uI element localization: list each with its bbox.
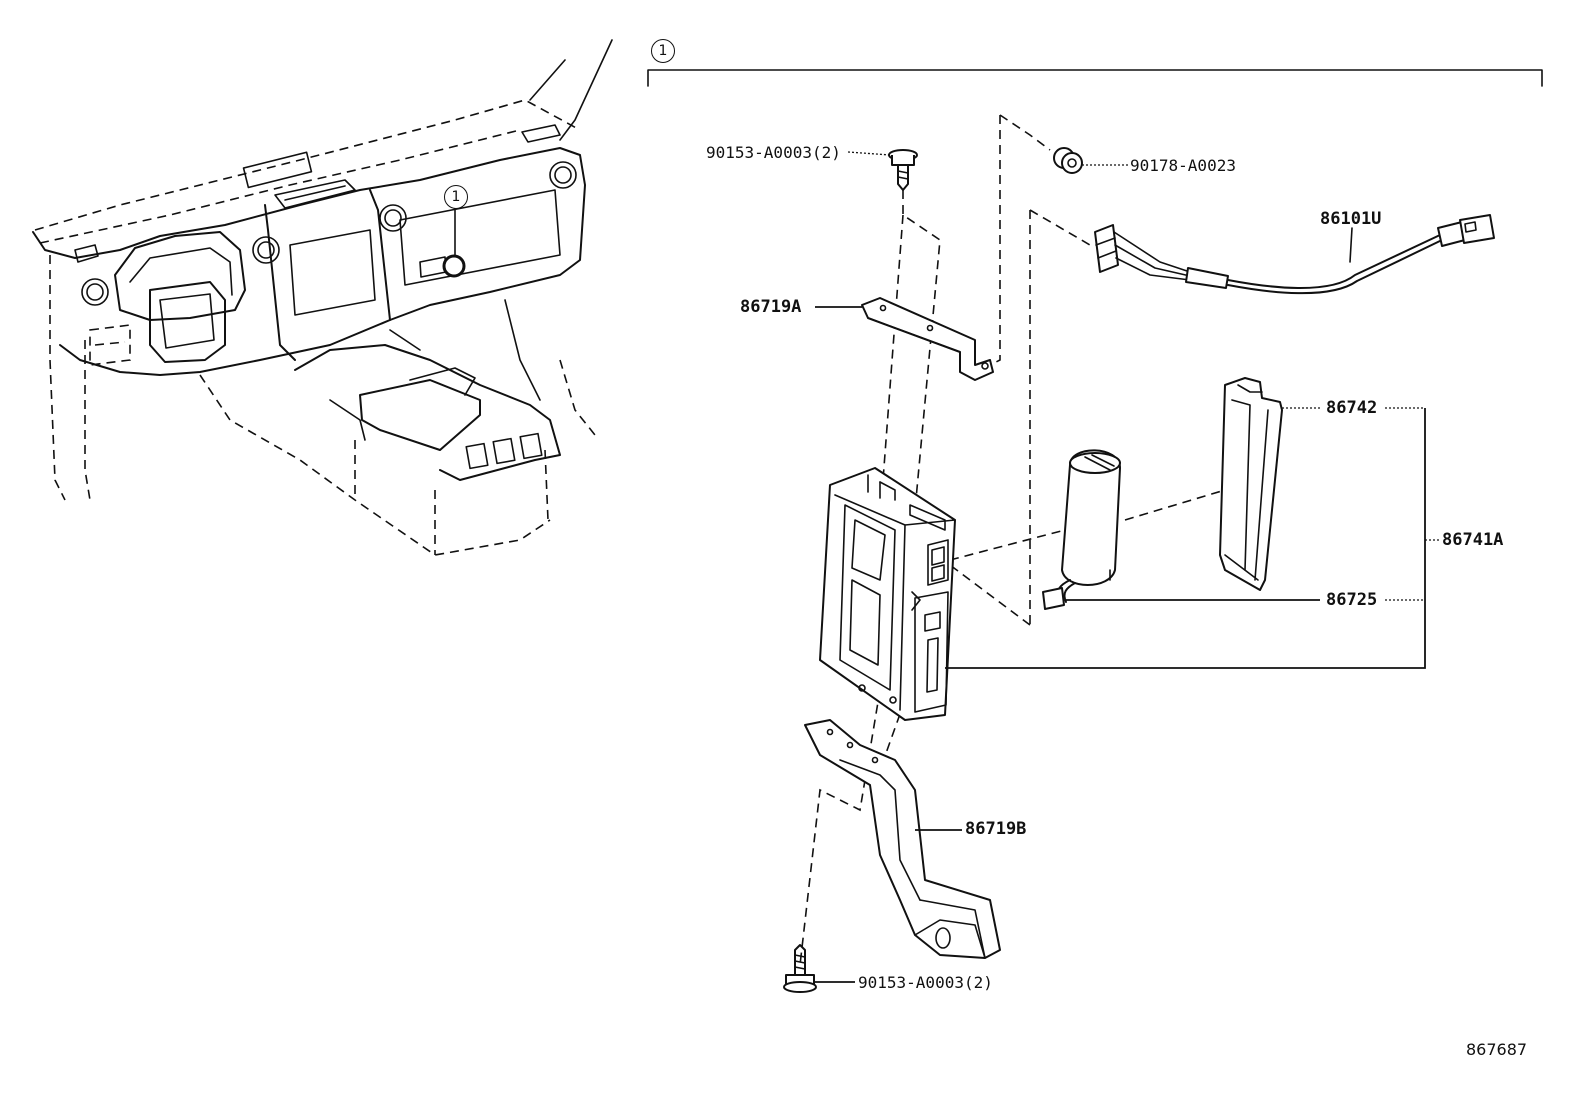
group-callout: 1 [651,39,675,63]
nut-part [1053,147,1083,174]
lower-bracket-part [804,719,1001,959]
holder-part [1219,377,1283,591]
dashboard-locator-illustration [32,39,613,556]
location-callout: 1 [444,185,468,209]
bolt-bottom-part [783,944,817,993]
label-bracket-lower: 86719B [965,819,1027,839]
label-wire-harness: 86101U [1320,209,1382,229]
label-battery: 86725 [1326,590,1378,610]
leader-lines [815,151,1440,983]
control-unit-part [819,467,956,721]
label-assembly: 86741A [1442,530,1504,550]
label-bolt-top: 90153-A0003(2) [706,143,841,162]
group-bracket-line [647,69,1543,87]
label-bolt-bottom: 90153-A0003(2) [858,973,993,992]
wire-harness-part [1094,214,1495,295]
illustration-number: 867687 [1466,1040,1528,1059]
label-nut: 90178-A0023 [1130,156,1236,175]
label-holder: 86742 [1326,398,1378,418]
bolt-top-part [888,149,918,191]
label-bracket-upper: 86719A [740,297,802,317]
battery-part [1042,449,1121,610]
upper-bracket-part [861,297,994,381]
